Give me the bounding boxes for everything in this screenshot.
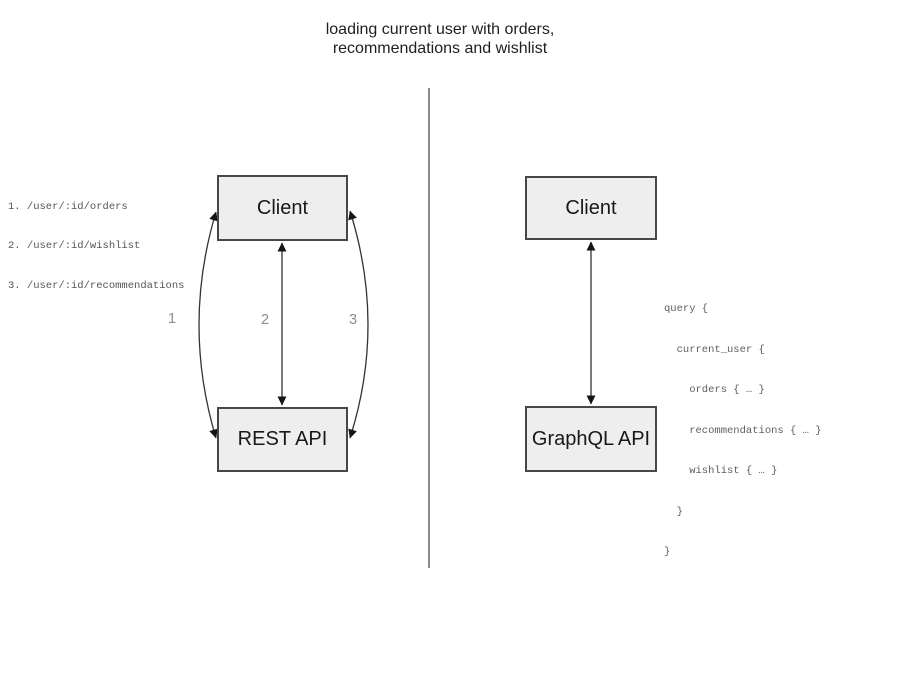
rest-endpoint-2: 2. /user/:id/wishlist [8,240,141,253]
rest-arrow-1-curve [198,211,218,439]
title-line-2: recommendations and wishlist [332,40,548,57]
query-line-2: current_user { [664,343,765,356]
rest-endpoints-list: 1. /user/:id/orders 2. /user/:id/wishlis… [8,174,184,320]
arrow-label-1: 1 [167,311,177,327]
query-line-7: } [664,546,671,558]
rest-client-box: Client [217,175,348,241]
query-line-4: recommendations { … } [664,424,822,437]
graphql-api-label: GraphQL API [531,427,651,450]
arrow-label-2: 2 [260,312,270,328]
rest-api-label: REST API [237,428,328,450]
arrow-label-3: 3 [348,312,358,328]
rest-endpoint-3: 3. /user/:id/recommendations [8,280,185,293]
graphql-client-box: Client [525,176,657,240]
query-line-3: orders { … } [664,384,765,396]
rest-client-label: Client [256,196,309,219]
diagram-title: loading current user with orders, recomm… [0,20,880,58]
title-line-1: loading current user with orders, [325,21,555,38]
rest-arrow-3-curve [348,210,369,439]
rest-endpoint-1: 1. /user/:id/orders [8,200,128,213]
graphql-api-box: GraphQL API [525,406,657,472]
graphql-client-label: Client [565,196,617,219]
query-line-5: wishlist { … } [664,465,778,477]
graphql-query-snippet: query { current_user { orders { … } reco… [664,276,822,587]
rest-api-box: REST API [217,407,348,472]
query-line-6: } [664,505,683,518]
query-line-1: query { [664,303,709,315]
